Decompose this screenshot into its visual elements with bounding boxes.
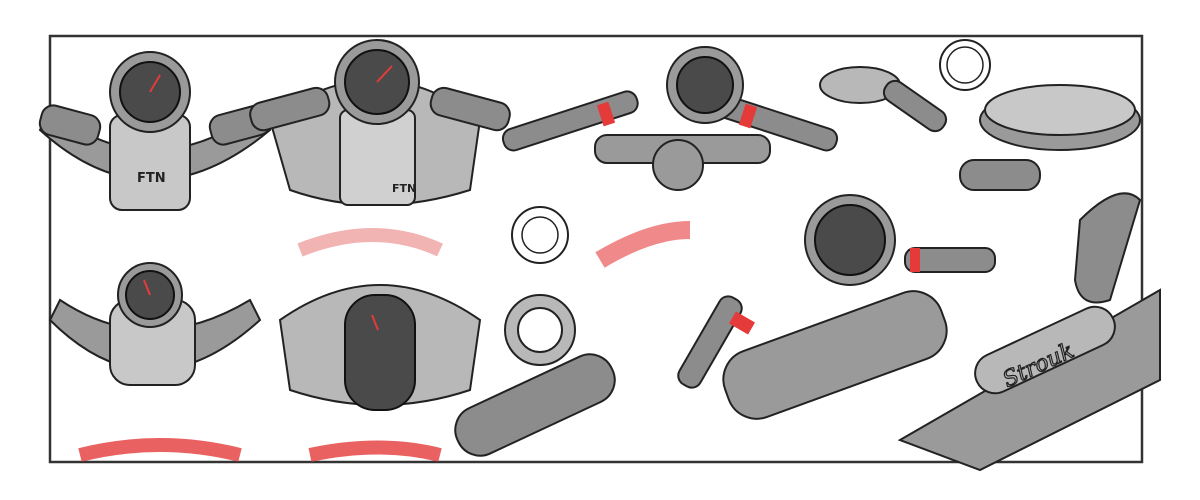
handlebar-badge-sketch-right: Strouk	[897, 192, 1161, 472]
dashboard-sketch-top-center: FTN	[249, 39, 511, 257]
gauge-clamp-sketch-center-right	[677, 194, 996, 420]
frame-border	[48, 34, 1144, 464]
ftn-logo: FTN	[137, 171, 166, 186]
ftn-logo: FTN	[392, 182, 416, 195]
gauge-detail-sketch-top-right	[819, 39, 1141, 191]
dashboard-sketch-top-left: FTN	[38, 51, 272, 211]
dashboard-sketch-bottom-left	[48, 262, 262, 462]
dashboard-sketch-bottom-center	[278, 284, 482, 462]
handlebar-sketch-top-middle	[501, 46, 839, 268]
clamp-sketch-center	[454, 206, 616, 457]
